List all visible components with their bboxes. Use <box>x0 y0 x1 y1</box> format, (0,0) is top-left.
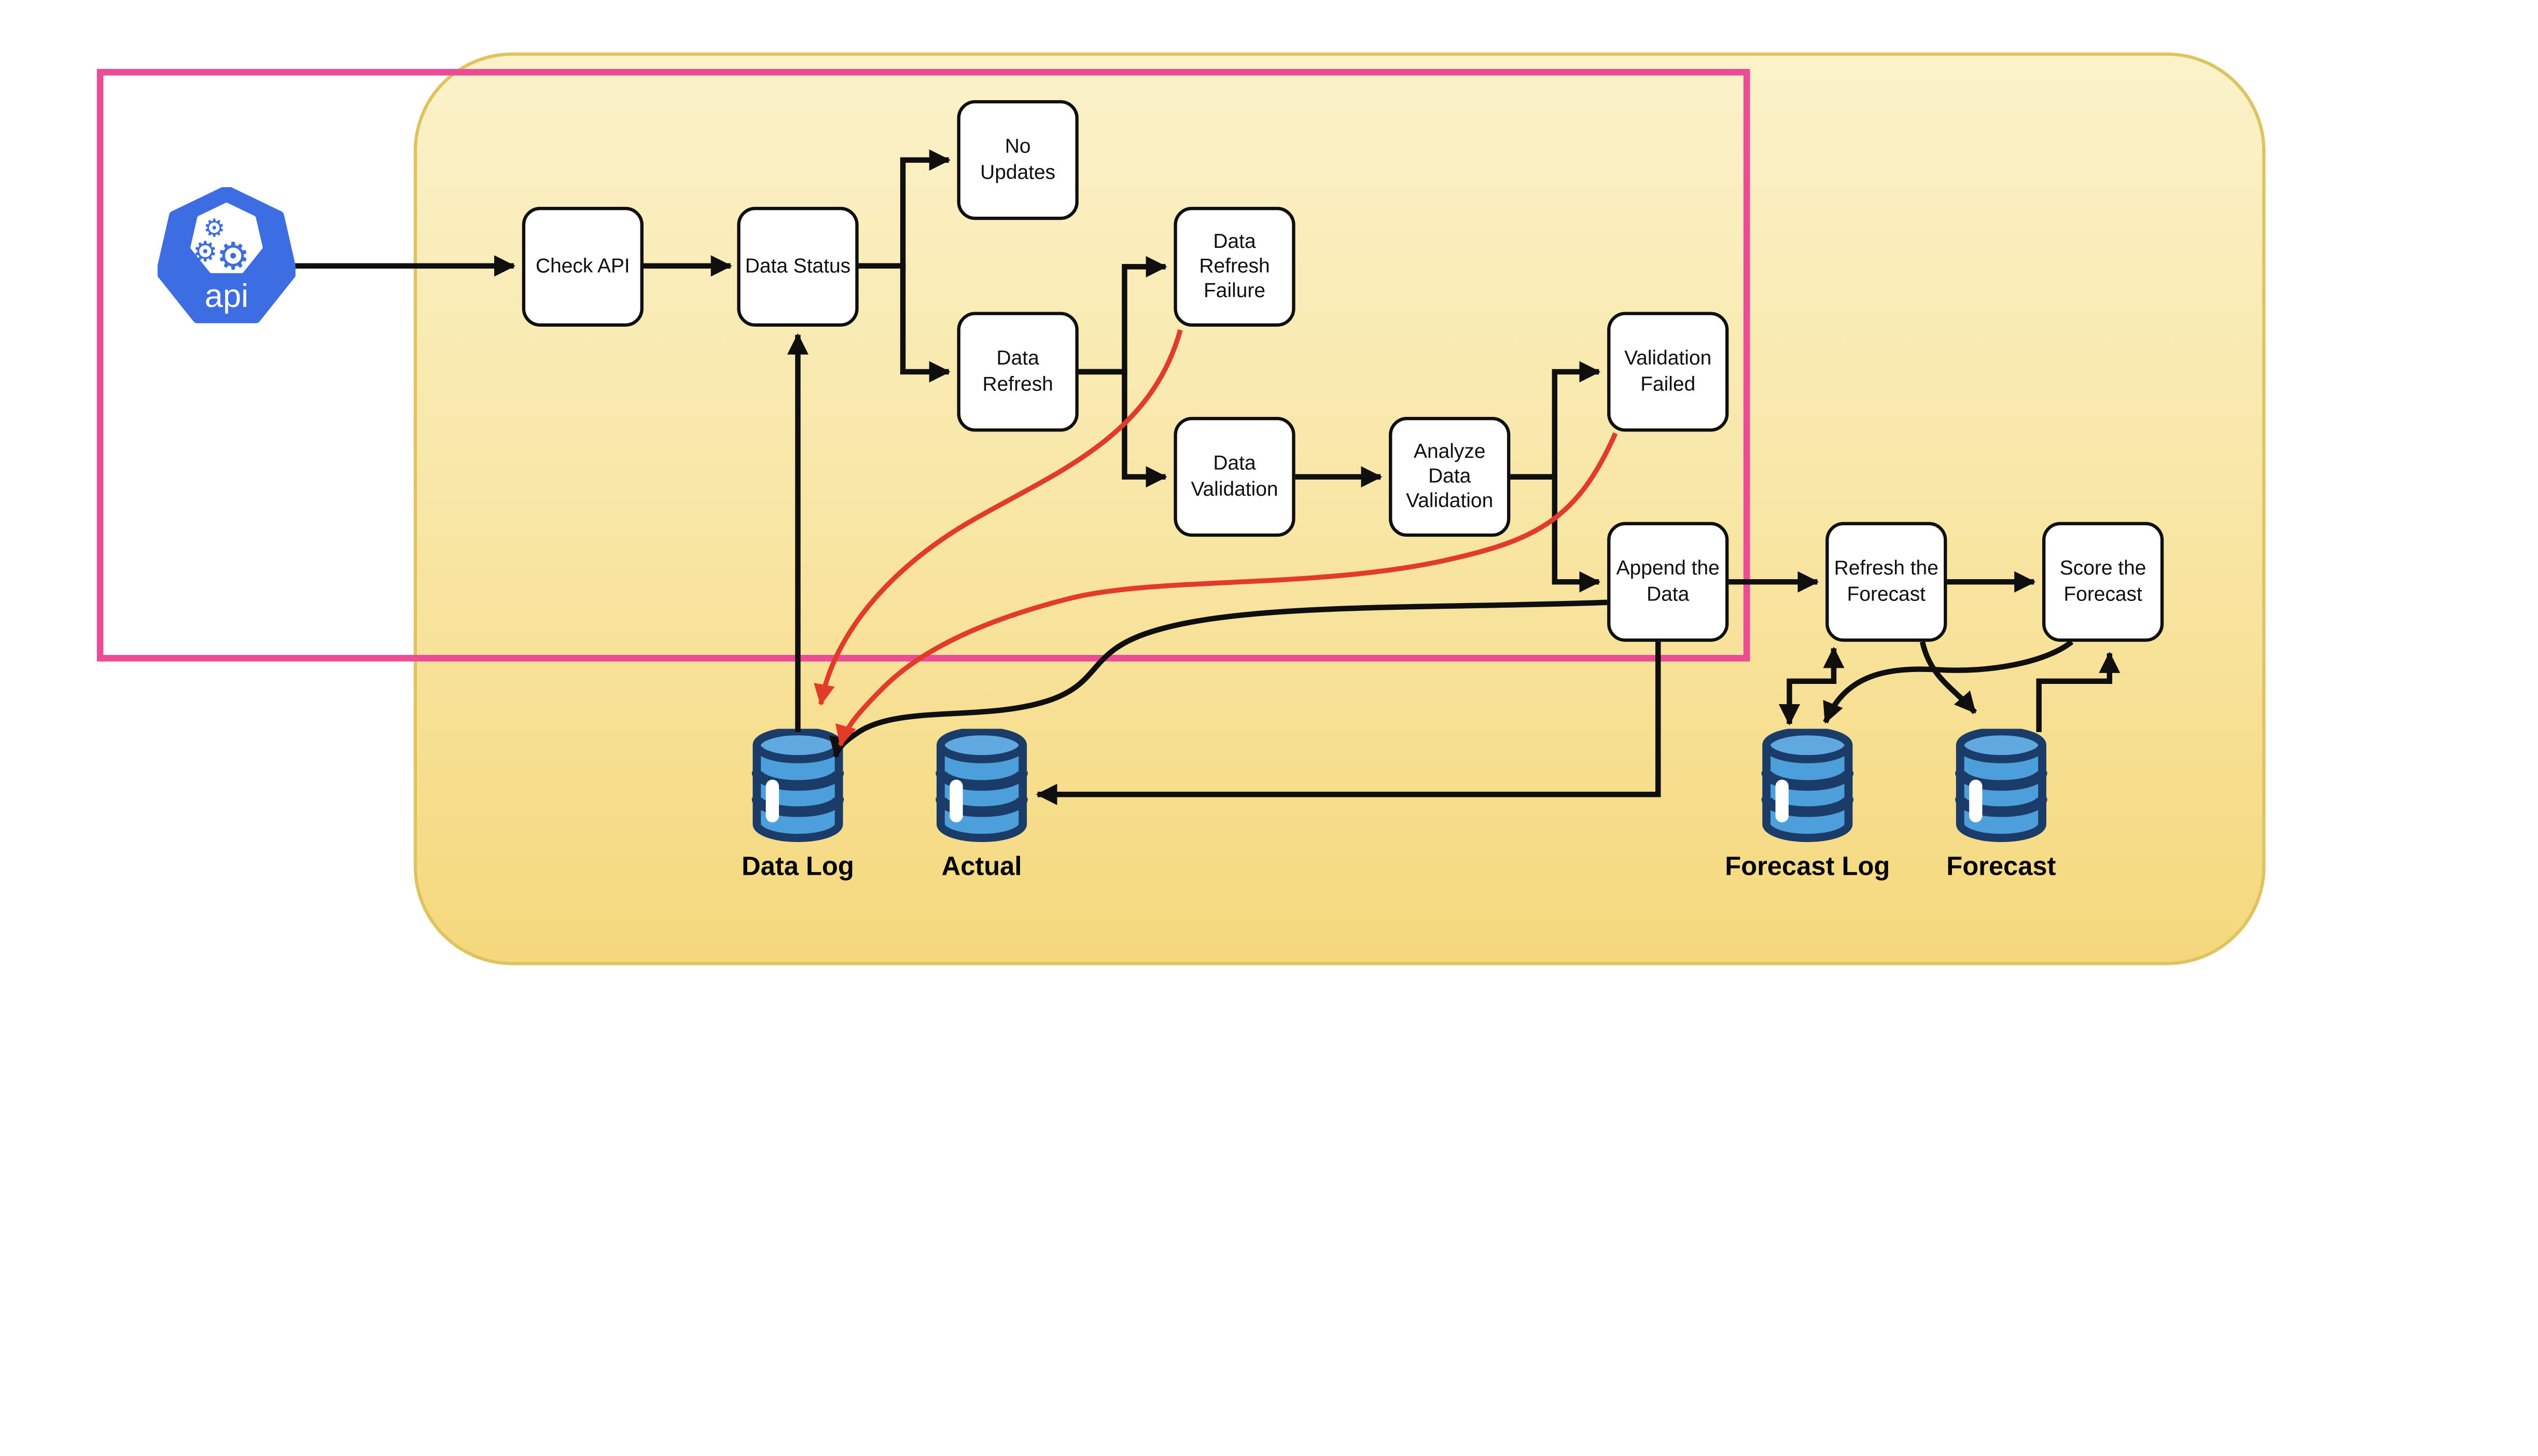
node-label: Validation <box>1406 489 1494 513</box>
node-check-api[interactable]: Check API <box>522 206 644 327</box>
database-icon-actual[interactable] <box>936 729 1028 844</box>
node-label: Data <box>1428 464 1471 487</box>
node-label: Append the <box>1616 556 1720 580</box>
node-append-the-data[interactable]: Append the Data <box>1607 522 1729 642</box>
database-icon-data-log[interactable] <box>751 729 844 844</box>
node-label: Forecast <box>1847 582 1926 605</box>
api-icon-label: api <box>205 278 248 314</box>
gear-icon: ⚙ <box>193 235 218 268</box>
node-data-refresh-failure[interactable]: Data Refresh Failure <box>1174 206 1295 327</box>
node-label: Data <box>1213 452 1256 475</box>
highlight-rectangle <box>96 68 1750 662</box>
node-label: Failed <box>1640 372 1696 395</box>
node-no-updates[interactable]: No Updates <box>957 100 1079 220</box>
node-validation-failed[interactable]: Validation Failed <box>1607 312 1729 432</box>
node-data-status[interactable]: Data Status <box>737 206 859 327</box>
database-icon-forecast[interactable] <box>1955 729 2047 844</box>
datastore-label-forecast: Forecast <box>1946 853 2056 881</box>
node-analyze-data-validation[interactable]: Analyze Data Validation <box>1389 417 1511 537</box>
node-label: Updates <box>980 160 1056 183</box>
node-label: Forecast <box>2063 582 2142 605</box>
datastore-label-forecast-log: Forecast Log <box>1725 853 1890 881</box>
node-label: Data Status <box>745 254 851 277</box>
node-label: Score the <box>2059 556 2146 580</box>
gear-icon: ⚙ <box>216 234 250 278</box>
node-label: Check API <box>535 254 630 277</box>
node-label: Validation <box>1191 477 1278 500</box>
node-label: Validation <box>1624 346 1712 370</box>
datastore-label-actual: Actual <box>941 853 1022 881</box>
node-label: Data <box>1213 229 1256 253</box>
datastore-label-data-log: Data Log <box>742 853 854 881</box>
node-label: Refresh the <box>1834 556 1939 580</box>
node-label: Data <box>1647 582 1690 605</box>
node-data-validation[interactable]: Data Validation <box>1174 417 1295 537</box>
node-data-refresh[interactable]: Data Refresh <box>957 312 1079 432</box>
api-icon[interactable]: ⚙ ⚙ ⚙ api <box>157 187 296 328</box>
node-label: Refresh <box>1199 254 1270 277</box>
database-icon-forecast-log[interactable] <box>1761 729 1853 844</box>
node-label: Refresh <box>982 372 1053 395</box>
node-label: No <box>1005 135 1031 158</box>
gear-icon: ⚙ <box>203 214 226 243</box>
node-label: Analyze <box>1413 439 1486 463</box>
node-refresh-the-forecast[interactable]: Refresh the Forecast <box>1825 522 1947 642</box>
node-label: Data <box>996 346 1039 370</box>
node-score-the-forecast[interactable]: Score the Forecast <box>2042 522 2164 642</box>
node-label: Failure <box>1204 279 1266 302</box>
